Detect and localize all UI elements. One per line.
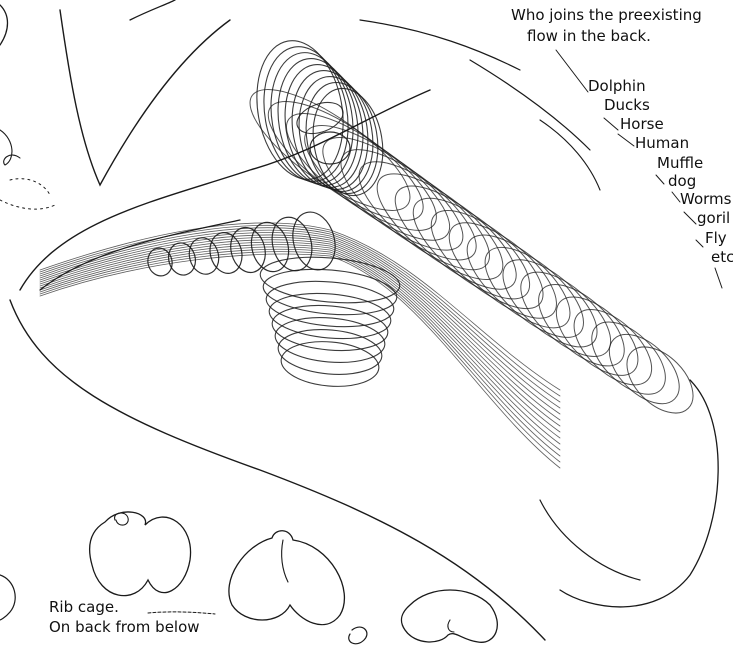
ribcage-sketch <box>0 575 15 620</box>
pointer-line <box>715 268 722 288</box>
tail-contour <box>560 380 718 607</box>
coil-loop <box>267 289 392 343</box>
pointer-line <box>672 192 680 202</box>
list-item: goril <box>697 209 730 227</box>
leaf-shape <box>60 10 230 185</box>
pointer-line <box>684 212 696 224</box>
back-flow-curve <box>470 60 590 150</box>
list-item: Dolphin <box>588 77 646 95</box>
scribble-mark <box>148 612 215 614</box>
coil-loop <box>234 69 426 230</box>
back-flow-curve <box>360 20 520 70</box>
list-item: Human <box>635 134 689 152</box>
list-item: Muffle <box>657 154 703 172</box>
coil-loop <box>310 132 350 164</box>
list-item: Ducks <box>604 96 650 114</box>
ribcage-sketch <box>90 512 191 596</box>
coil-loop <box>273 313 386 366</box>
curl-ornament <box>0 130 20 165</box>
ribcage-sketch <box>401 590 497 642</box>
ribcage-sketch <box>349 627 367 644</box>
list-item: etc <box>711 248 733 266</box>
pointer-line <box>696 240 703 247</box>
ribcage-sketch <box>115 513 129 525</box>
caption-line-2: On back from below <box>49 618 200 636</box>
ribcage-sketch <box>282 540 288 582</box>
list-item: Worms <box>680 190 731 208</box>
pointer-line <box>656 175 664 184</box>
coil-loop <box>362 156 519 297</box>
arm-shape <box>130 0 175 20</box>
coil-loop <box>579 309 678 407</box>
caption-line-1: Rib cage. <box>49 598 119 616</box>
left-edge-shape <box>0 5 8 45</box>
pointer-line <box>618 134 634 146</box>
pointer-line <box>556 50 588 92</box>
heading-line-2: flow in the back. <box>527 27 651 45</box>
list-item: Fly <box>705 229 727 247</box>
coil-loop <box>279 338 380 390</box>
dotted-curve <box>10 179 50 195</box>
lower-body-contour <box>10 300 545 640</box>
dotted-curve <box>0 200 55 209</box>
list-item: Horse <box>620 115 664 133</box>
tail-contour <box>540 500 640 580</box>
ribcage-sketch <box>448 620 454 632</box>
list-item: dog <box>668 172 696 190</box>
coil-loop <box>597 322 692 417</box>
coil-loop <box>307 119 479 269</box>
coil-loop <box>270 301 389 355</box>
coil-loop <box>615 335 706 426</box>
pointer-line <box>604 118 618 130</box>
ribcage-sketch <box>229 531 345 625</box>
heading-line-1: Who joins the preexisting <box>511 6 702 24</box>
